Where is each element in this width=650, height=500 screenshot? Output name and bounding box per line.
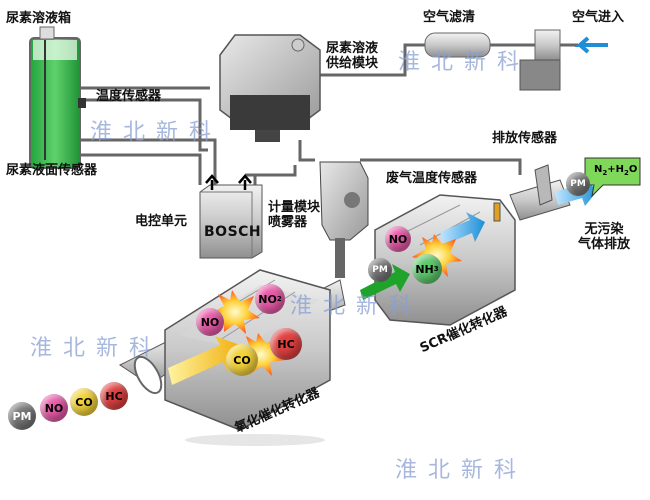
molecule-hc-inlet: HC — [100, 382, 128, 410]
bosch-logo: BOSCH — [204, 224, 262, 240]
exhaust-temp-sensor-probe — [493, 202, 501, 222]
urea-spray-arrow — [360, 264, 410, 300]
molecule-co-inlet: CO — [70, 388, 98, 416]
watermark-upper-left: 淮北新科 — [90, 120, 223, 145]
molecule-pm-outlet: PM — [566, 172, 590, 196]
air-filter-label: 空气滤清 — [423, 10, 476, 25]
watermark-lower-left: 淮北新科 — [30, 336, 163, 361]
urea-tank-label: 尿素溶液箱 — [6, 11, 72, 26]
air-in-arrow — [574, 36, 608, 54]
air-in-label: 空气进入 — [572, 10, 625, 25]
ecu-box — [199, 184, 263, 259]
air-filter — [424, 29, 561, 91]
piping-lines — [80, 43, 578, 185]
level-sensor-label: 尿素液面传感器 — [6, 163, 98, 178]
scr-flow-arrow — [440, 212, 485, 245]
watermark-center: 淮北新科 — [290, 294, 423, 319]
exhaust-sensor-probe — [534, 164, 553, 206]
supply-module-label: 尿素溶液 供给模块 — [326, 41, 379, 71]
watermark-bottom: 淮北新科 — [395, 458, 528, 483]
supply-module — [219, 34, 321, 142]
urea-tank — [29, 26, 86, 169]
molecule-co-oxidation: CO — [226, 344, 258, 376]
watermark-top: 淮北新科 — [398, 50, 531, 75]
metering-label: 计量模块 喷雾器 — [268, 200, 321, 230]
temp-sensor-label: 温度传感器 — [96, 89, 162, 104]
product-formula: N2+H2O — [594, 164, 638, 177]
molecule-pm-scr: PM — [368, 258, 392, 282]
molecule-no-scr: NO — [385, 226, 411, 252]
molecule-no-inlet: NO — [40, 394, 68, 422]
ecu-label: 电控单元 — [135, 214, 188, 229]
exhaust-flow-arrow — [168, 336, 240, 385]
molecule-pm-inlet: PM — [8, 402, 36, 430]
molecule-no-oxidation: NO — [196, 308, 224, 336]
dosing-valve — [319, 161, 369, 278]
exhaust-sensor-label: 排放传感器 — [492, 131, 558, 146]
molecule-hc-oxidation: HC — [270, 328, 302, 360]
clean-emission-label: 无污染 气体排放 — [578, 222, 631, 252]
exhaust-temp-sensor-label: 废气温度传感器 — [386, 171, 478, 186]
